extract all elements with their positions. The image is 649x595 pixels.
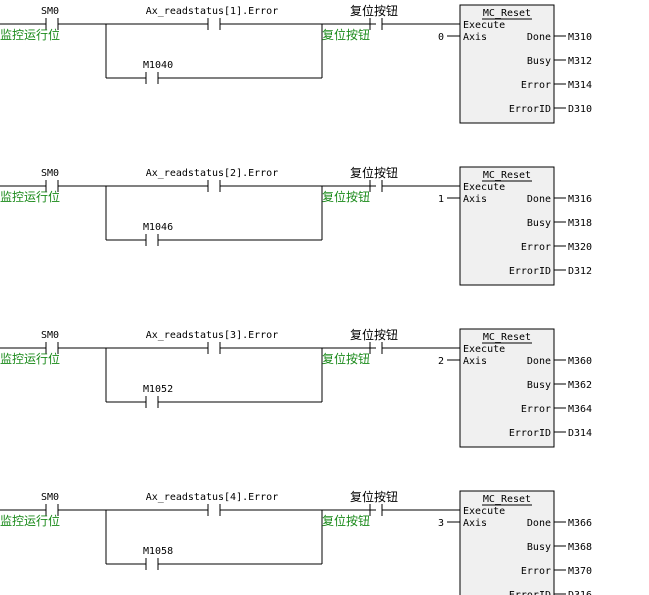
parallel-label: M1058 [143, 546, 173, 557]
output-value-errorid[interactable]: D312 [568, 266, 592, 277]
block-title: MC_Reset [483, 494, 531, 505]
output-value-busy[interactable]: M318 [568, 218, 592, 229]
function-block-frame [459, 4, 555, 124]
contact-comment: 监控运行位 [0, 513, 60, 528]
reset-comment: 复位按钮 [322, 189, 370, 204]
rung-3: SM0监控运行位Ax_readstatus[3].ErrorM1052复位按钮复… [0, 327, 592, 448]
contact-comment: 监控运行位 [0, 351, 60, 366]
output-value-done[interactable]: M366 [568, 518, 592, 529]
output-pin-done: Done [527, 518, 551, 529]
output-value-errorid[interactable]: D314 [568, 428, 592, 439]
output-pin-done: Done [527, 194, 551, 205]
output-pin-errorid: ErrorID [509, 428, 551, 439]
contact-parallel[interactable] [145, 234, 159, 246]
output-value-error[interactable]: M364 [568, 404, 592, 415]
status-label: Ax_readstatus[2].Error [146, 168, 278, 179]
axis-pin: Axis [463, 518, 487, 529]
contact-axis-error[interactable] [207, 18, 221, 30]
output-pin-errorid: ErrorID [509, 590, 551, 595]
function-block-frame [459, 490, 555, 595]
status-label: Ax_readstatus[1].Error [146, 6, 278, 17]
axis-pin: Axis [463, 32, 487, 43]
rung-2: SM0监控运行位Ax_readstatus[2].ErrorM1046复位按钮复… [0, 165, 592, 286]
axis-value: 1 [438, 194, 444, 205]
output-value-errorid[interactable]: D316 [568, 590, 592, 595]
reset-comment: 复位按钮 [322, 351, 370, 366]
execute-pin: Execute [463, 20, 505, 31]
execute-pin: Execute [463, 506, 505, 517]
output-value-error[interactable]: M370 [568, 566, 592, 577]
contact-axis-error[interactable] [207, 180, 221, 192]
output-pin-busy: Busy [527, 56, 551, 67]
parallel-label: M1046 [143, 222, 173, 233]
axis-value: 2 [438, 356, 444, 367]
function-block-frame [459, 328, 555, 448]
output-value-error[interactable]: M314 [568, 80, 592, 91]
output-pin-done: Done [527, 356, 551, 367]
block-title: MC_Reset [483, 8, 531, 19]
axis-pin: Axis [463, 356, 487, 367]
function-block-frame [459, 166, 555, 286]
output-value-errorid[interactable]: D310 [568, 104, 592, 115]
output-pin-busy: Busy [527, 542, 551, 553]
reset-label: 复位按钮 [350, 489, 398, 504]
output-pin-errorid: ErrorID [509, 266, 551, 277]
output-value-done[interactable]: M310 [568, 32, 592, 43]
output-value-done[interactable]: M316 [568, 194, 592, 205]
execute-pin: Execute [463, 182, 505, 193]
reset-comment: 复位按钮 [322, 513, 370, 528]
axis-pin: Axis [463, 194, 487, 205]
contact-axis-error[interactable] [207, 342, 221, 354]
rung-4: SM0监控运行位Ax_readstatus[4].ErrorM1058复位按钮复… [0, 489, 592, 595]
output-pin-busy: Busy [527, 218, 551, 229]
execute-pin: Execute [463, 344, 505, 355]
reset-label: 复位按钮 [350, 165, 398, 180]
axis-value: 0 [438, 32, 444, 43]
output-pin-error: Error [521, 404, 551, 415]
block-title: MC_Reset [483, 170, 531, 181]
contact-parallel[interactable] [145, 72, 159, 84]
axis-value: 3 [438, 518, 444, 529]
status-label: Ax_readstatus[3].Error [146, 330, 278, 341]
contact-parallel[interactable] [145, 396, 159, 408]
reset-label: 复位按钮 [350, 3, 398, 18]
contact-label: SM0 [41, 330, 59, 341]
output-value-busy[interactable]: M362 [568, 380, 592, 391]
output-pin-errorid: ErrorID [509, 104, 551, 115]
contact-parallel[interactable] [145, 558, 159, 570]
contact-label: SM0 [41, 168, 59, 179]
contact-comment: 监控运行位 [0, 189, 60, 204]
output-value-done[interactable]: M360 [568, 356, 592, 367]
output-pin-busy: Busy [527, 380, 551, 391]
reset-label: 复位按钮 [350, 327, 398, 342]
contact-comment: 监控运行位 [0, 27, 60, 42]
rung-1: SM0监控运行位Ax_readstatus[1].ErrorM1040复位按钮复… [0, 3, 592, 124]
output-value-busy[interactable]: M368 [568, 542, 592, 553]
output-value-busy[interactable]: M312 [568, 56, 592, 67]
output-value-error[interactable]: M320 [568, 242, 592, 253]
output-pin-done: Done [527, 32, 551, 43]
block-title: MC_Reset [483, 332, 531, 343]
output-pin-error: Error [521, 242, 551, 253]
contact-axis-error[interactable] [207, 504, 221, 516]
status-label: Ax_readstatus[4].Error [146, 492, 278, 503]
contact-label: SM0 [41, 492, 59, 503]
contact-label: SM0 [41, 6, 59, 17]
reset-comment: 复位按钮 [322, 27, 370, 42]
parallel-label: M1040 [143, 60, 173, 71]
output-pin-error: Error [521, 566, 551, 577]
parallel-label: M1052 [143, 384, 173, 395]
output-pin-error: Error [521, 80, 551, 91]
